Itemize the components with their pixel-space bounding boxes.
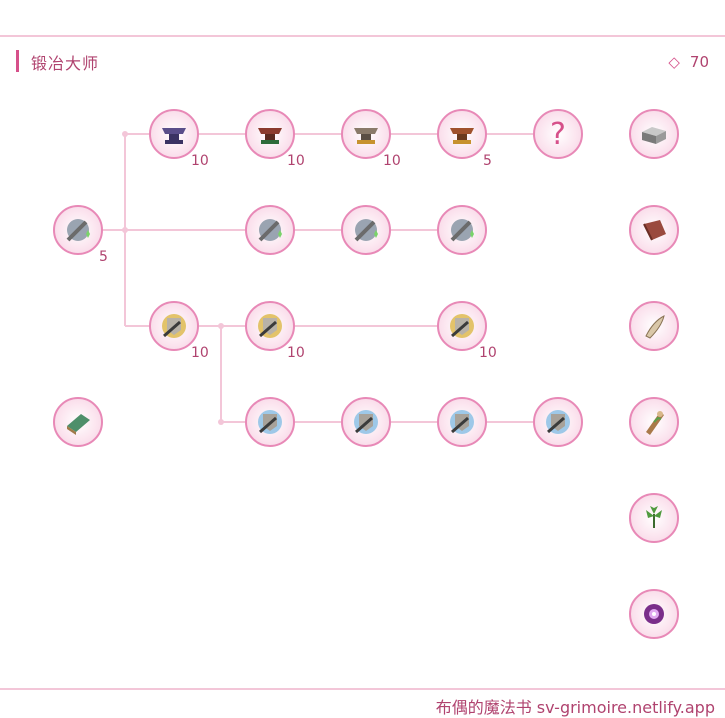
- skill-level: 10: [287, 345, 305, 361]
- skill-armor-1[interactable]: [149, 301, 199, 351]
- top-divider: [0, 35, 725, 37]
- armor-blue-icon: [546, 410, 570, 434]
- armor-gold-icon: [450, 314, 474, 338]
- armor-blue-icon: [354, 410, 378, 434]
- skill-armor-blue-1[interactable]: [245, 397, 295, 447]
- skill-armor-blue-3[interactable]: [437, 397, 487, 447]
- cloth-icon: [643, 220, 666, 241]
- armor-gold-icon: [258, 314, 282, 338]
- skill-level: 5: [99, 249, 108, 265]
- skill-level: 10: [287, 153, 305, 169]
- fang-icon: [645, 315, 665, 339]
- skill-points: ◇ 70: [668, 53, 709, 71]
- skill-level: 10: [383, 153, 401, 169]
- skill-armor-3[interactable]: [437, 301, 487, 351]
- material-metal-ingot[interactable]: [629, 109, 679, 159]
- magic-orb-icon: [644, 604, 664, 624]
- skill-weapon-2[interactable]: [341, 205, 391, 255]
- bottom-divider: [0, 688, 725, 690]
- sword-shield-sparkle-icon: [354, 219, 378, 242]
- skill-points-value: 70: [689, 53, 709, 71]
- armor-blue-icon: [450, 410, 474, 434]
- herb-icon: [646, 506, 662, 528]
- material-magic-orb[interactable]: [629, 589, 679, 639]
- material-fang[interactable]: [629, 301, 679, 351]
- title-accent-bar: [16, 50, 19, 72]
- skill-level: 10: [191, 345, 209, 361]
- sword-shield-sparkle-icon: [66, 219, 90, 242]
- skill-armor-blue-2[interactable]: [341, 397, 391, 447]
- skill-level: 10: [479, 345, 497, 361]
- skill-unknown[interactable]: ?: [533, 109, 583, 159]
- material-cloth[interactable]: [629, 205, 679, 255]
- armor-blue-icon: [258, 410, 282, 434]
- skill-heavy-weapon-1[interactable]: [149, 109, 199, 159]
- book-icon: [67, 414, 90, 435]
- armor-gold-icon: [162, 314, 186, 338]
- anvil-red-icon: [258, 128, 282, 144]
- question-mark-icon: ?: [550, 116, 566, 152]
- anvil-icon: [162, 128, 186, 144]
- metal-ingot-icon: [642, 127, 666, 144]
- skill-armor-2[interactable]: [245, 301, 295, 351]
- skill-heavy-weapon-2[interactable]: [245, 109, 295, 159]
- sword-shield-sparkle-icon: [450, 219, 474, 242]
- skill-level: 5: [483, 153, 492, 169]
- anvil-gold-icon: [354, 128, 378, 144]
- sword-shield-sparkle-icon: [258, 219, 282, 242]
- skill-level: 10: [191, 153, 209, 169]
- wood-log-icon: [646, 411, 664, 435]
- footer-credit: 布偶的魔法书 sv-grimoire.netlify.app: [435, 698, 715, 717]
- skill-crafting-book[interactable]: [53, 397, 103, 447]
- diamond-icon: ◇: [668, 53, 680, 71]
- skill-heavy-weapon-3[interactable]: [341, 109, 391, 159]
- skill-root-smithing[interactable]: [53, 205, 103, 255]
- page-title: 锻冶大师: [31, 54, 100, 73]
- material-herb[interactable]: [629, 493, 679, 543]
- skill-heavy-weapon-4[interactable]: [437, 109, 487, 159]
- skill-weapon-1[interactable]: [245, 205, 295, 255]
- skill-weapon-3[interactable]: [437, 205, 487, 255]
- material-wood[interactable]: [629, 397, 679, 447]
- anvil-copper-icon: [450, 128, 474, 144]
- skill-armor-blue-4[interactable]: [533, 397, 583, 447]
